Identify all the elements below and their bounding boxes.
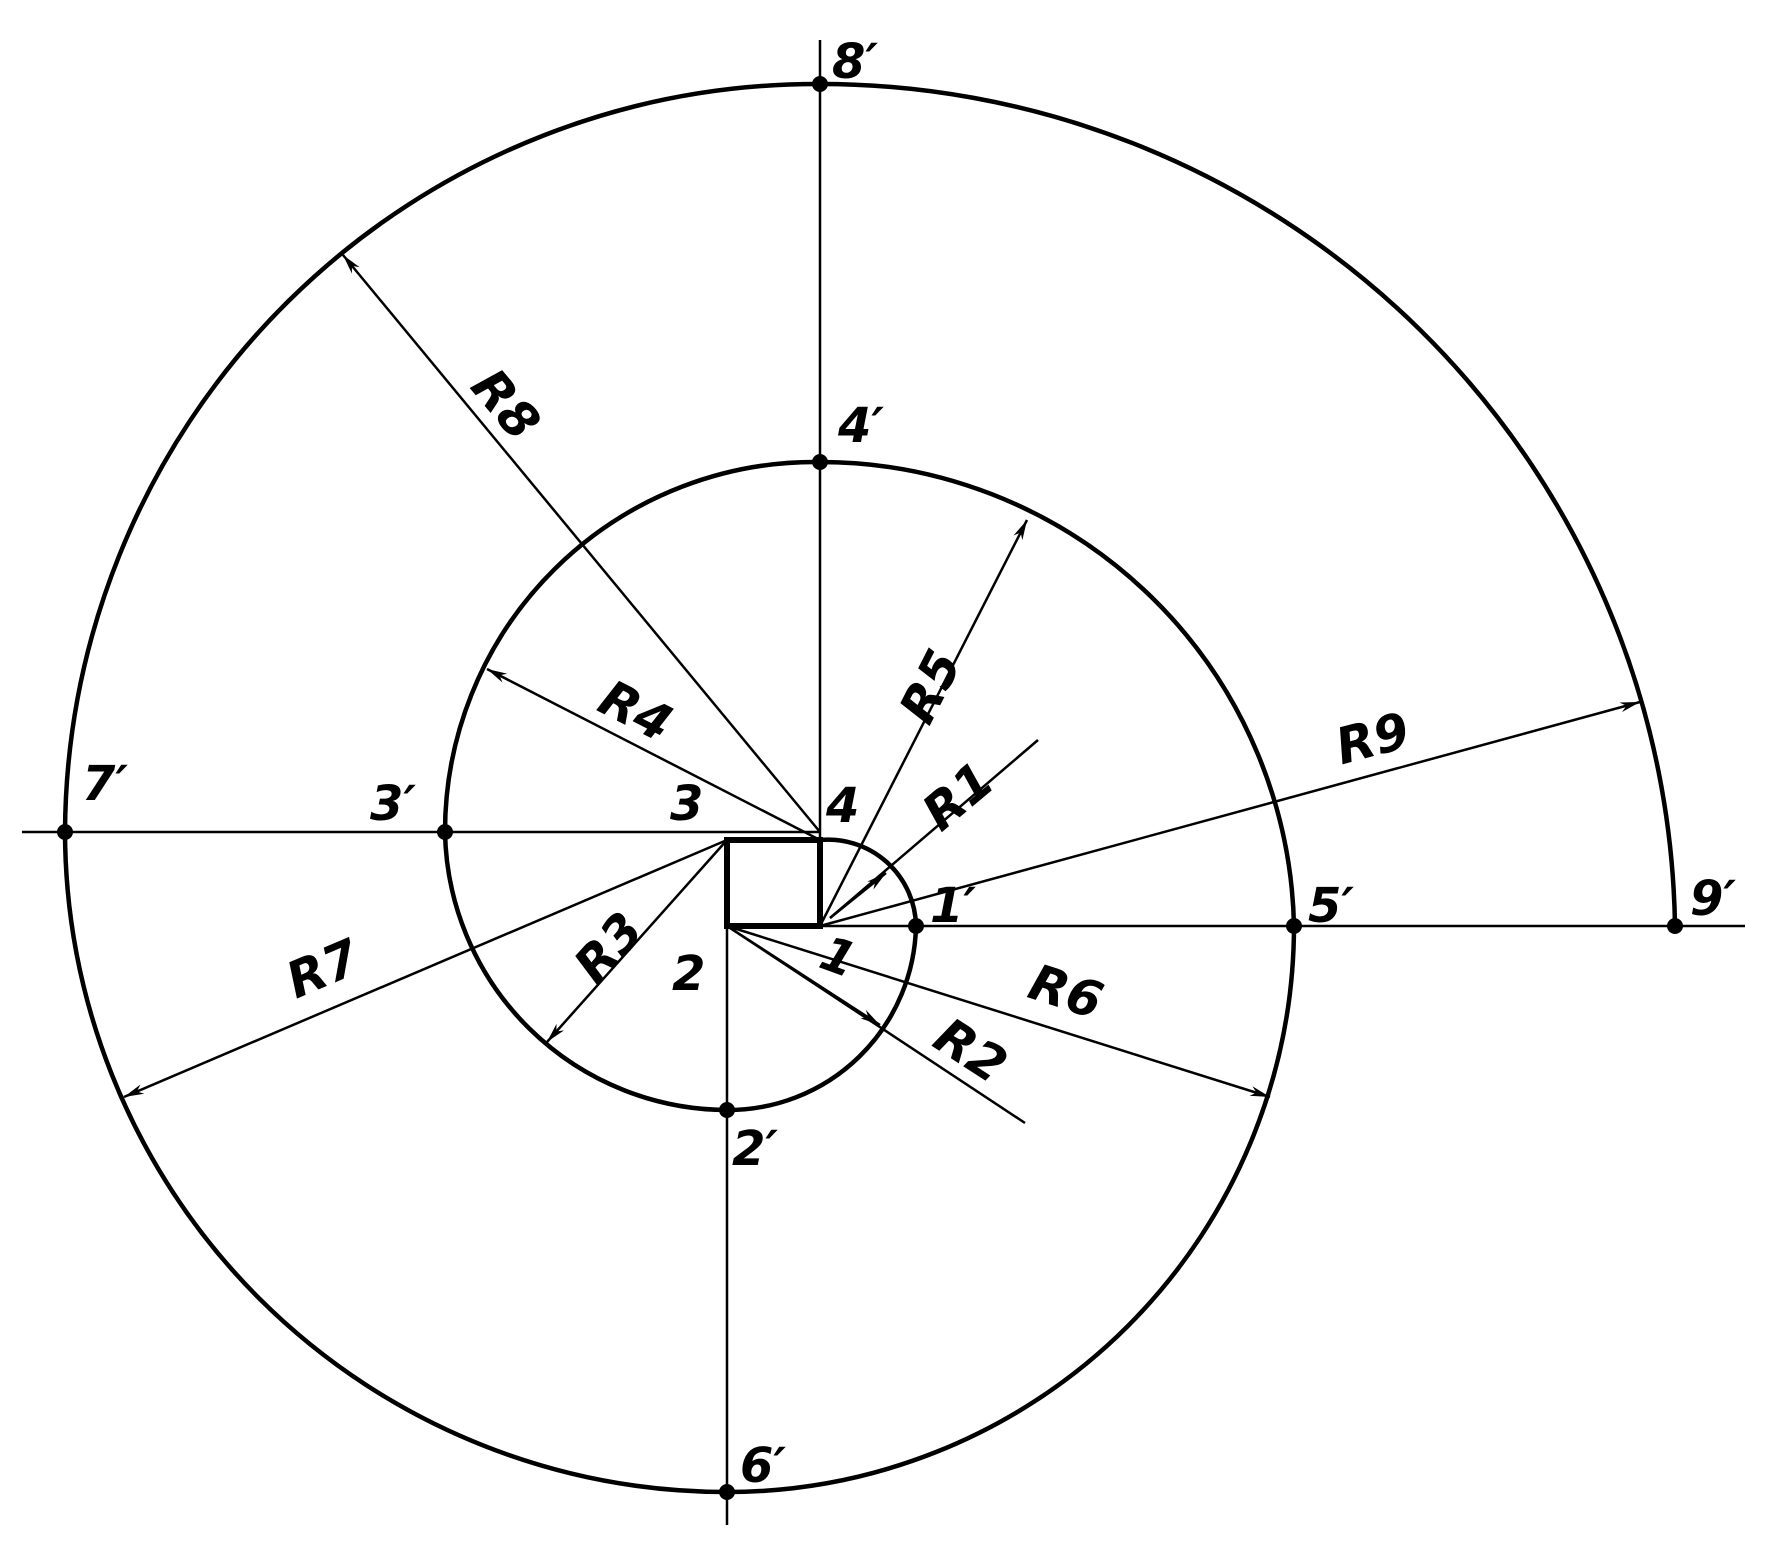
label-4: 4 xyxy=(825,778,859,834)
radius-lines xyxy=(123,254,1641,1125)
point-1p xyxy=(908,918,924,934)
radius-r3-line xyxy=(546,839,728,1043)
point-6p xyxy=(719,1484,735,1500)
label-r2: R2 xyxy=(924,1006,1017,1095)
label-7p: 7′ xyxy=(82,756,128,812)
point-5p xyxy=(1286,918,1302,934)
label-r8: R8 xyxy=(460,358,552,451)
label-8p: 8′ xyxy=(832,34,878,90)
radius-r6-line xyxy=(726,924,1271,1099)
radius-r9-line xyxy=(819,700,1641,928)
label-2p: 2′ xyxy=(732,1121,778,1177)
spiral-curve xyxy=(62,81,1678,1495)
label-9p: 9′ xyxy=(1690,871,1736,927)
label-r5: R5 xyxy=(888,641,973,733)
label-6p: 6′ xyxy=(740,1438,786,1494)
label-3p: 3′ xyxy=(370,776,416,832)
label-2: 2 xyxy=(672,946,705,1002)
radius-r4-line xyxy=(486,667,821,842)
label-3: 3 xyxy=(670,776,703,832)
points xyxy=(57,76,1683,1500)
label-r6: R6 xyxy=(1022,953,1110,1031)
point-9p xyxy=(1667,918,1683,934)
label-4p: 4′ xyxy=(837,398,884,454)
point-7p xyxy=(57,824,73,840)
radius-r2-arrow xyxy=(726,924,881,1027)
axes xyxy=(22,40,1745,1525)
label-1p: 1′ xyxy=(930,878,976,934)
label-r1: R1 xyxy=(911,750,1004,842)
point-2p xyxy=(719,1102,735,1118)
point-8p xyxy=(812,76,828,92)
label-r3: R3 xyxy=(563,901,655,994)
point-3p xyxy=(437,824,453,840)
point-4p xyxy=(812,454,828,470)
label-5p: 5′ xyxy=(1308,878,1354,934)
radius-r5-line xyxy=(818,519,1029,927)
point-labels: 1 2 3 4 1′ 2′ 3′ 4′ 5′ 6′ 7′ 8′ 9′ xyxy=(82,34,1736,1494)
radius-r1-arrow xyxy=(829,872,887,919)
construction-square xyxy=(724,837,823,929)
label-r4: R4 xyxy=(590,669,682,754)
radius-r7-line xyxy=(123,838,728,1099)
label-r9: R9 xyxy=(1330,701,1416,776)
label-1: 1 xyxy=(813,925,864,989)
radius-r1-line xyxy=(829,739,1039,919)
radius-r8-line xyxy=(342,254,821,833)
